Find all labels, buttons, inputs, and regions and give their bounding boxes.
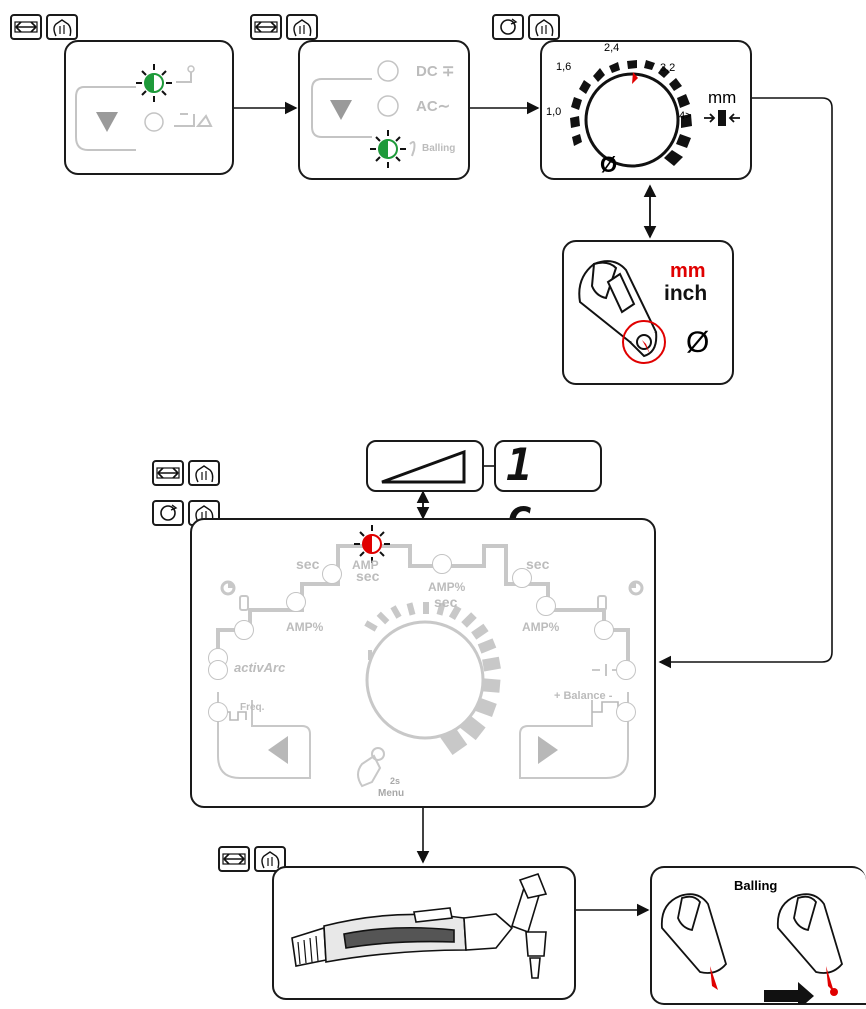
- led-hold: [432, 554, 452, 574]
- main-panel: sec sec AMP sec AMP% sec AMP% AMP% activ…: [190, 518, 656, 808]
- activarc-label: activArc: [234, 660, 286, 675]
- ramp-icon: [381, 449, 466, 484]
- led-diameter: [616, 660, 636, 680]
- sec-mid-label: sec: [434, 594, 458, 610]
- led-start-current: [234, 620, 254, 640]
- freq-label: Freq.: [240, 702, 265, 713]
- torch-unit-panel: mm inch Ø: [562, 240, 734, 385]
- led-postflow: [594, 620, 614, 640]
- menu-label: Menu: [378, 788, 405, 799]
- toggle-icon: [250, 14, 282, 40]
- torch-inch-label: inch: [664, 282, 708, 305]
- step2-panel: DC ∓ AC∼ Balling: [298, 40, 470, 180]
- led-activarc: [208, 660, 228, 680]
- scale-3-2: 3,2: [660, 62, 676, 74]
- rotate-icon: [152, 500, 184, 526]
- dc-label: DC ∓: [416, 63, 455, 80]
- welding-torch-graphic: [291, 873, 548, 979]
- led-freq: [208, 702, 228, 722]
- balling-panel: Balling: [650, 866, 866, 1009]
- scale-2-4: 2,4: [604, 42, 620, 54]
- led-end-amp: [536, 596, 556, 616]
- balling-graphic: [660, 893, 844, 1009]
- amp-pct-left-label: AMP%: [286, 620, 324, 634]
- scale-1-6: 1,6: [556, 61, 572, 73]
- active-led-icon: [354, 525, 390, 563]
- hand-press-icon: [188, 460, 220, 486]
- step1-graphic: [75, 64, 213, 151]
- display-value-box: 1 c: [494, 440, 602, 542]
- balance-label: + Balance -: [554, 690, 613, 702]
- step2-graphic: [311, 60, 416, 168]
- torch-handle-graphic: [578, 260, 666, 364]
- scale-1-0: 1,0: [546, 106, 562, 118]
- led-balance: [616, 702, 636, 722]
- toggle-icon: [218, 846, 250, 872]
- rotate-icon: [492, 14, 524, 40]
- scale-4: 4>: [679, 110, 692, 122]
- sec-right-label: sec: [526, 556, 550, 572]
- menu-2s-label: 2s: [390, 776, 401, 786]
- led-upslope: [322, 564, 342, 584]
- led-downslope: [512, 568, 532, 588]
- main-panel-graphic: [216, 544, 644, 788]
- step1-panel: [64, 40, 234, 175]
- sec-left-label: sec: [296, 556, 320, 572]
- diameter-symbol: Ø: [600, 152, 618, 177]
- hand-press-icon: [528, 14, 560, 40]
- display-ramp-box: [366, 440, 484, 492]
- hand-press-icon: [46, 14, 78, 40]
- diameter-dial: [570, 60, 740, 168]
- balling-label: Balling: [422, 143, 456, 154]
- torch-panel: [272, 866, 576, 1000]
- led-start-amp: [286, 592, 306, 612]
- amp-pct-right-label: AMP%: [522, 620, 560, 634]
- unit-mm: mm: [708, 88, 737, 107]
- torch-mm-label: mm: [670, 260, 706, 282]
- balling-title: Balling: [734, 878, 778, 893]
- amp-top-label: AMP: [352, 558, 379, 572]
- amp-pct-mid-label: AMP%: [428, 580, 466, 594]
- hand-press-icon: [286, 14, 318, 40]
- ac-label: AC∼: [416, 98, 451, 115]
- toggle-icon: [152, 460, 184, 486]
- sec-top-label: sec: [356, 568, 380, 584]
- step3-panel: 1,0 1,6 2,4 3,2 4> mm Ø: [540, 40, 752, 180]
- toggle-icon: [10, 14, 42, 40]
- torch-diameter-symbol: Ø: [686, 326, 710, 359]
